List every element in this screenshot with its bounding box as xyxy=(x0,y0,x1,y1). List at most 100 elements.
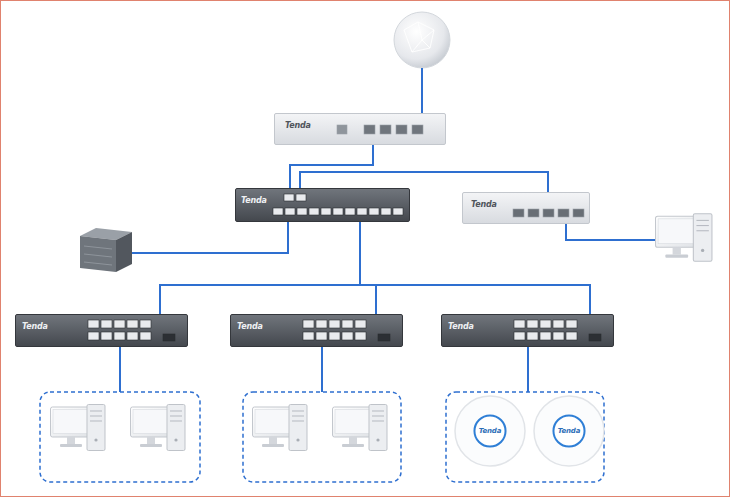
device-group xyxy=(243,392,401,482)
port-panel xyxy=(442,315,615,348)
network-port xyxy=(514,332,525,340)
internet-globe xyxy=(394,12,450,68)
network-port xyxy=(527,320,538,328)
network-port xyxy=(355,332,366,340)
network-port xyxy=(396,125,407,134)
port-panel xyxy=(16,315,189,348)
access-switch: Tenda xyxy=(230,314,403,347)
network-wire xyxy=(321,347,323,392)
network-port xyxy=(514,320,525,328)
access-switch: Tenda xyxy=(441,314,614,347)
network-port xyxy=(273,208,283,215)
network-port xyxy=(540,332,551,340)
network-port xyxy=(316,320,327,328)
network-port xyxy=(316,332,327,340)
network-port xyxy=(303,320,314,328)
pc-icon xyxy=(51,405,106,451)
network-link xyxy=(290,145,373,188)
pc-icon xyxy=(656,214,712,262)
network-port xyxy=(380,125,391,134)
network-port xyxy=(553,320,564,328)
brand-logo: Tenda xyxy=(237,322,263,332)
network-port xyxy=(297,208,307,215)
switch-device: Tenda xyxy=(462,192,590,224)
brand-logo: Tenda xyxy=(471,200,497,210)
network-port xyxy=(303,332,314,340)
network-link xyxy=(360,222,590,314)
core-switch: Tenda xyxy=(235,188,410,222)
brand-logo: Tenda xyxy=(285,121,311,131)
access-point: Tenda xyxy=(453,394,527,468)
network-port xyxy=(163,334,175,341)
access-point-ring xyxy=(474,415,505,446)
pc-icon xyxy=(131,405,186,451)
device-group xyxy=(40,392,200,482)
network-port xyxy=(589,334,601,341)
network-wire xyxy=(527,347,529,392)
network-port xyxy=(355,320,366,328)
network-port xyxy=(342,320,353,328)
network-wire xyxy=(421,68,423,113)
network-port xyxy=(284,194,294,201)
network-port xyxy=(342,332,353,340)
network-wire xyxy=(566,224,660,240)
network-port xyxy=(296,194,306,201)
port-panel xyxy=(236,189,411,223)
network-port xyxy=(553,332,564,340)
access-switch: Tenda xyxy=(15,314,188,347)
network-port xyxy=(378,334,390,341)
network-port xyxy=(364,125,375,134)
router-device: Tenda xyxy=(274,113,446,145)
pc-icon xyxy=(253,405,308,451)
network-port xyxy=(140,332,151,340)
network-port xyxy=(329,332,340,340)
access-point-ring xyxy=(553,415,584,446)
network-port xyxy=(88,332,99,340)
pc-icon xyxy=(333,405,388,451)
access-point-body xyxy=(534,396,604,466)
brand-logo: Tenda xyxy=(241,196,267,206)
server-icon xyxy=(80,228,132,272)
network-port xyxy=(573,209,584,217)
brand-logo: Tenda xyxy=(558,426,580,436)
network-port xyxy=(114,320,125,328)
network-wire xyxy=(120,68,660,392)
access-point: Tenda xyxy=(532,394,606,468)
network-port xyxy=(321,208,331,215)
network-port xyxy=(333,208,343,215)
device-group xyxy=(446,392,604,482)
network-port xyxy=(127,332,138,340)
network-port xyxy=(566,320,577,328)
network-port xyxy=(357,208,367,215)
network-port xyxy=(393,208,403,215)
brand-logo: Tenda xyxy=(448,322,474,332)
network-port xyxy=(543,209,554,217)
network-port xyxy=(88,320,99,328)
network-port xyxy=(101,320,112,328)
network-port xyxy=(528,209,539,217)
network-port xyxy=(329,320,340,328)
network-port xyxy=(345,208,355,215)
network-port xyxy=(285,208,295,215)
brand-logo: Tenda xyxy=(479,426,501,436)
network-port xyxy=(127,320,138,328)
network-port xyxy=(566,332,577,340)
port-panel xyxy=(231,315,404,348)
network-wire xyxy=(132,222,288,253)
network-port xyxy=(101,332,112,340)
network-port xyxy=(412,125,423,134)
network-port xyxy=(558,209,569,217)
network-port xyxy=(369,208,379,215)
network-link xyxy=(160,222,360,314)
network-port xyxy=(540,320,551,328)
network-port xyxy=(309,208,319,215)
device-group xyxy=(40,392,604,482)
network-port xyxy=(513,209,524,217)
network-port xyxy=(527,332,538,340)
network-port xyxy=(140,320,151,328)
